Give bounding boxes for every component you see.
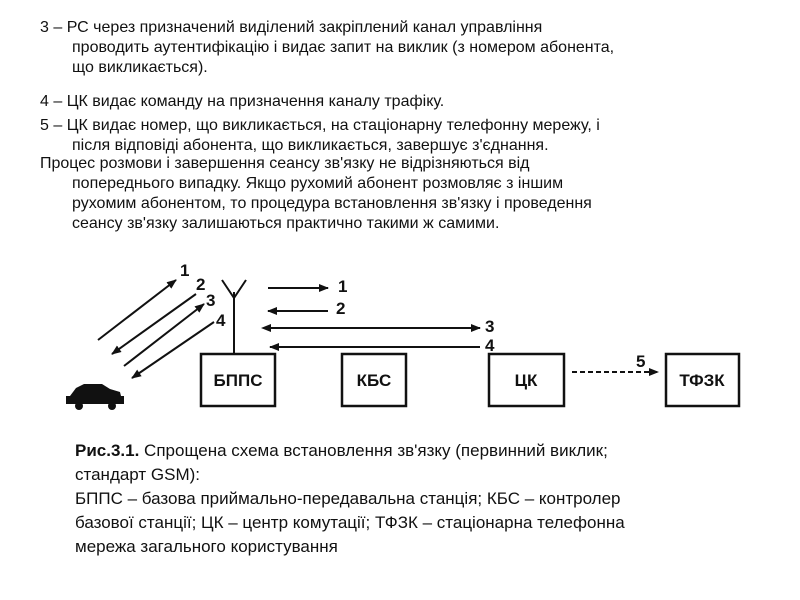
arrow-label-3: 3 xyxy=(485,317,494,336)
block-ck xyxy=(487,352,566,408)
radio-label-4: 4 xyxy=(216,311,226,330)
block-bpps xyxy=(199,352,277,408)
block-label-ck: ЦК xyxy=(515,371,538,390)
text-line: 5 – ЦК видає номер, що викликається, на … xyxy=(40,117,600,134)
block-label-bpps: БППС xyxy=(214,371,263,390)
figure-label: Рис.3.1. xyxy=(75,441,140,460)
block-label-tfzk: ТФЗК xyxy=(679,371,725,390)
arrow-label-2: 2 xyxy=(336,299,345,318)
radio-arrow-2 xyxy=(111,293,197,355)
radio-label-1: 1 xyxy=(180,261,189,280)
block-kbs xyxy=(340,352,408,408)
caption-line: мережа загального користування xyxy=(75,537,338,556)
text-line: проводить аутентифікацію і видає запит н… xyxy=(72,39,615,56)
text-line: після відповіді абонента, що викликаєтьс… xyxy=(72,137,549,154)
text-line: Процес розмови і завершення сеансу зв'яз… xyxy=(40,155,530,172)
radio-label-3: 3 xyxy=(206,291,215,310)
caption-line: базової станції; ЦК – центр комутації; Т… xyxy=(75,513,625,532)
text-line: 4 – ЦК видає команду на призначення кана… xyxy=(40,93,445,110)
caption-line: БППС – базова приймально-передавальна ст… xyxy=(75,489,621,508)
call-setup-diagram: 1 2 3 4 БППС КБС ЦК ТФЗК 1 2 3 4 5 xyxy=(66,261,741,410)
text-line: рухомим абонентом, то процедура встановл… xyxy=(72,195,592,212)
text-line: що викликається). xyxy=(72,59,208,76)
radio-label-2: 2 xyxy=(196,275,205,294)
block-tfzk xyxy=(664,352,741,408)
paragraph-summary: Процес розмови і завершення сеансу зв'яз… xyxy=(40,154,775,234)
paragraph-step-5: 5 – ЦК видає номер, що викликається, на … xyxy=(40,116,775,156)
antenna-icon xyxy=(221,279,247,356)
paragraph-step-4: 4 – ЦК видає команду на призначення кана… xyxy=(40,92,775,112)
radio-arrow-3 xyxy=(123,303,205,367)
arrow-label-5: 5 xyxy=(636,352,645,371)
text-line: попереднього випадку. Якщо рухомий абоне… xyxy=(72,175,564,192)
arrow-label-1: 1 xyxy=(338,277,347,296)
paragraph-step-3: 3 – РС через призначений виділений закрі… xyxy=(40,18,775,78)
text-line: сеансу зв'язку залишаються практично так… xyxy=(72,215,500,232)
block-label-kbs: КБС xyxy=(357,371,392,390)
radio-arrow-1 xyxy=(97,279,177,341)
figure-caption: Рис.3.1. Спрощена схема встановлення зв'… xyxy=(75,439,775,559)
text-line: 3 – РС через призначений виділений закрі… xyxy=(40,19,543,36)
mobile-station-car-icon xyxy=(66,384,124,410)
arrow-label-4: 4 xyxy=(485,336,495,355)
caption-line: Спрощена схема встановлення зв'язку (пер… xyxy=(139,441,608,460)
caption-line: стандарт GSM): xyxy=(75,465,201,484)
radio-arrow-4 xyxy=(131,321,215,379)
